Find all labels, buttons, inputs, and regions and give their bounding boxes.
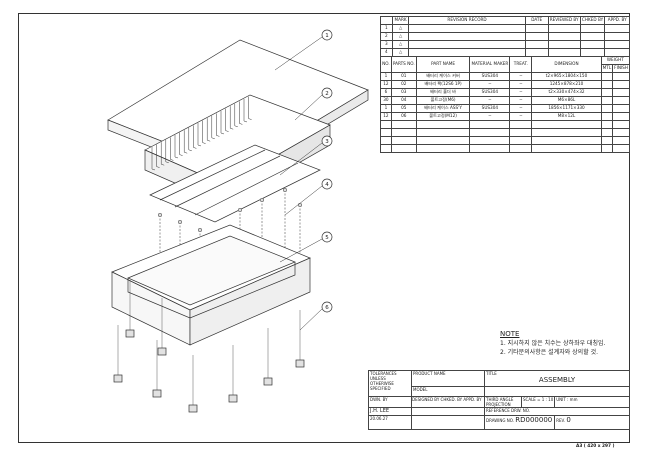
balloon-number: 1 <box>325 33 329 39</box>
revision-row: 3△ <box>380 40 630 49</box>
note-line: 1. 지시하지 않은 치수는 상하좌우 대칭임. <box>500 340 606 347</box>
reviewed-header: REVIEWED BY <box>547 16 581 25</box>
balloon-number: 5 <box>325 235 329 241</box>
sheet-size-label: A3 ( 420 x 297 ) <box>576 444 615 449</box>
balloon-number: 6 <box>325 305 329 311</box>
balloon-2 <box>321 87 333 99</box>
balloon-4 <box>321 178 333 190</box>
drawing-number: RD000000 <box>515 416 553 425</box>
date-header: DATE <box>524 16 549 25</box>
balloon-number: 2 <box>325 91 329 97</box>
revision-row: 1△ <box>380 24 630 33</box>
balloon-number: 4 <box>325 182 329 188</box>
revision-row: 2△ <box>380 32 630 41</box>
holder-bar-part <box>149 144 321 223</box>
balloon-1 <box>321 29 333 41</box>
drawing-title: ASSEMBLY <box>538 376 576 384</box>
note-block: NOTE 1. 지시하지 않은 치수는 상하좌우 대칭임. 2. 기타문의사항은… <box>500 330 606 357</box>
mark-header: MARK <box>391 16 410 25</box>
drawing-frame <box>18 13 630 443</box>
revision-number: 0 <box>566 416 571 425</box>
parts-list-table: NO. PARTS NO. PART NAME MATERIAL MAKER T… <box>380 56 631 153</box>
balloon-5 <box>321 231 333 243</box>
note-line: 2. 기타문의사항은 설계자와 상의할 것. <box>500 349 599 356</box>
title-block: TOLERANCES UNLESS OTHERWISE SPECIFIED PR… <box>368 370 630 430</box>
balloon-3 <box>321 135 333 147</box>
record-header: REVISION RECORD <box>408 16 526 25</box>
checked-header: CHKED BY <box>579 16 606 25</box>
approved-header: APPD. BY <box>604 16 630 25</box>
case-assembly-part <box>111 224 311 346</box>
tolerances-cell: TOLERANCES UNLESS OTHERWISE SPECIFIED <box>368 370 412 397</box>
note-title: NOTE <box>500 330 520 338</box>
balloon-6 <box>321 301 333 313</box>
model-cell: MODEL <box>411 386 485 397</box>
leader-lines <box>274 36 323 331</box>
date-cell: 20.06.27 <box>368 415 412 430</box>
product-cell: PRODUCT NAME <box>411 370 485 387</box>
feet-part <box>113 280 305 413</box>
revision-record-table: MARK REVISION RECORD DATE REVIEWED BY CH… <box>380 16 630 57</box>
balloon-number: 3 <box>325 139 329 145</box>
drawer-name: J.H. LEE <box>368 407 412 416</box>
